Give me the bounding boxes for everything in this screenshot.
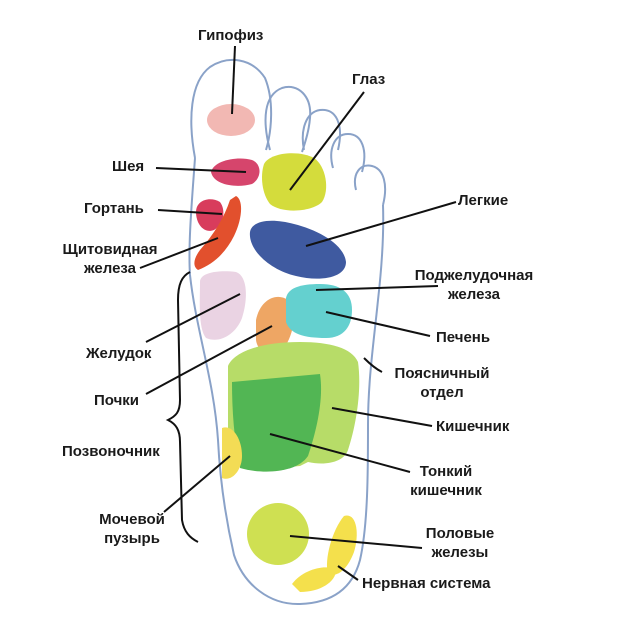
leader-bladder — [163, 455, 231, 513]
label-thyroid-line1: Щитовидная — [62, 241, 158, 258]
leader-lungs — [305, 201, 457, 247]
big-toe-outline — [190, 59, 273, 159]
leader-pancreas — [315, 285, 439, 291]
label-bladder-line2: пузырь — [104, 530, 160, 547]
kidney-zone — [256, 296, 294, 354]
label-small-intestine: Тонкий кишечник — [394, 462, 498, 500]
thyroid-zone — [194, 196, 242, 270]
leader-eye — [289, 91, 365, 191]
label-stomach: Желудок — [86, 345, 152, 362]
label-intestine: Кишечник — [436, 418, 510, 435]
leader-nervous — [337, 565, 359, 581]
label-spine: Позвоночник — [62, 443, 160, 460]
label-pancreas: Поджелудочная железа — [400, 266, 548, 304]
eye-zone — [262, 153, 327, 211]
label-bladder-line1: Мочевой — [99, 511, 165, 528]
spine-bracket — [165, 271, 199, 543]
label-liver: Печень — [436, 329, 491, 346]
nervous-system-zone-tail — [292, 567, 336, 592]
toe-3-outline — [301, 108, 341, 151]
label-lumbar: Поясничный отдел — [380, 364, 504, 402]
label-gonads-line1: Половые — [425, 525, 495, 542]
toe-2-outline — [264, 85, 312, 153]
leader-pituitary — [231, 45, 236, 115]
gonads-zone — [247, 503, 309, 565]
lumbar-connector — [363, 357, 383, 373]
label-pancreas-line1: Поджелудочная — [414, 267, 534, 284]
label-nervous-system: Нервная система — [362, 575, 491, 592]
label-pituitary: Гипофиз — [198, 27, 264, 44]
leader-neck — [155, 167, 247, 173]
label-pancreas-line2: железа — [447, 286, 501, 303]
label-thyroid-line2: железа — [83, 260, 137, 277]
label-gonads-line2: железы — [431, 544, 489, 561]
label-lungs: Легкие — [458, 192, 509, 209]
label-gonads: Половые железы — [414, 524, 506, 562]
stomach-zone — [199, 271, 246, 340]
foot-outline — [188, 157, 385, 606]
leader-thyroid — [139, 237, 219, 269]
label-thyroid: Щитовидная железа — [50, 240, 170, 278]
leader-intestine — [331, 407, 433, 427]
liver-zone — [286, 284, 352, 338]
leader-lines — [139, 45, 457, 581]
leader-gonads — [289, 535, 423, 549]
toe-4-outline — [330, 132, 366, 173]
toe-5-outline — [354, 164, 387, 206]
label-larynx: Гортань — [84, 200, 144, 217]
leader-larynx — [157, 209, 223, 215]
nervous-system-zone-heel — [326, 515, 357, 575]
larynx-zone — [196, 199, 224, 231]
label-lumbar-line1: Поясничный — [394, 365, 490, 382]
label-small-intestine-line1: Тонкий — [419, 463, 473, 480]
label-bladder: Мочевой пузырь — [88, 510, 176, 548]
label-eye: Глаз — [352, 71, 386, 88]
leader-stomach — [145, 293, 241, 343]
small-intestine-zone — [232, 374, 322, 472]
bladder-zone — [222, 427, 242, 479]
label-kidney: Почки — [94, 392, 140, 409]
label-neck: Шея — [112, 158, 145, 175]
leader-small-intestine — [269, 433, 411, 473]
leader-liver — [325, 311, 431, 337]
label-lumbar-line2: отдел — [420, 384, 464, 401]
pituitary-zone — [207, 104, 255, 136]
lungs-zone — [249, 220, 346, 279]
label-small-intestine-line2: кишечник — [410, 482, 482, 499]
leader-kidney — [145, 325, 273, 395]
